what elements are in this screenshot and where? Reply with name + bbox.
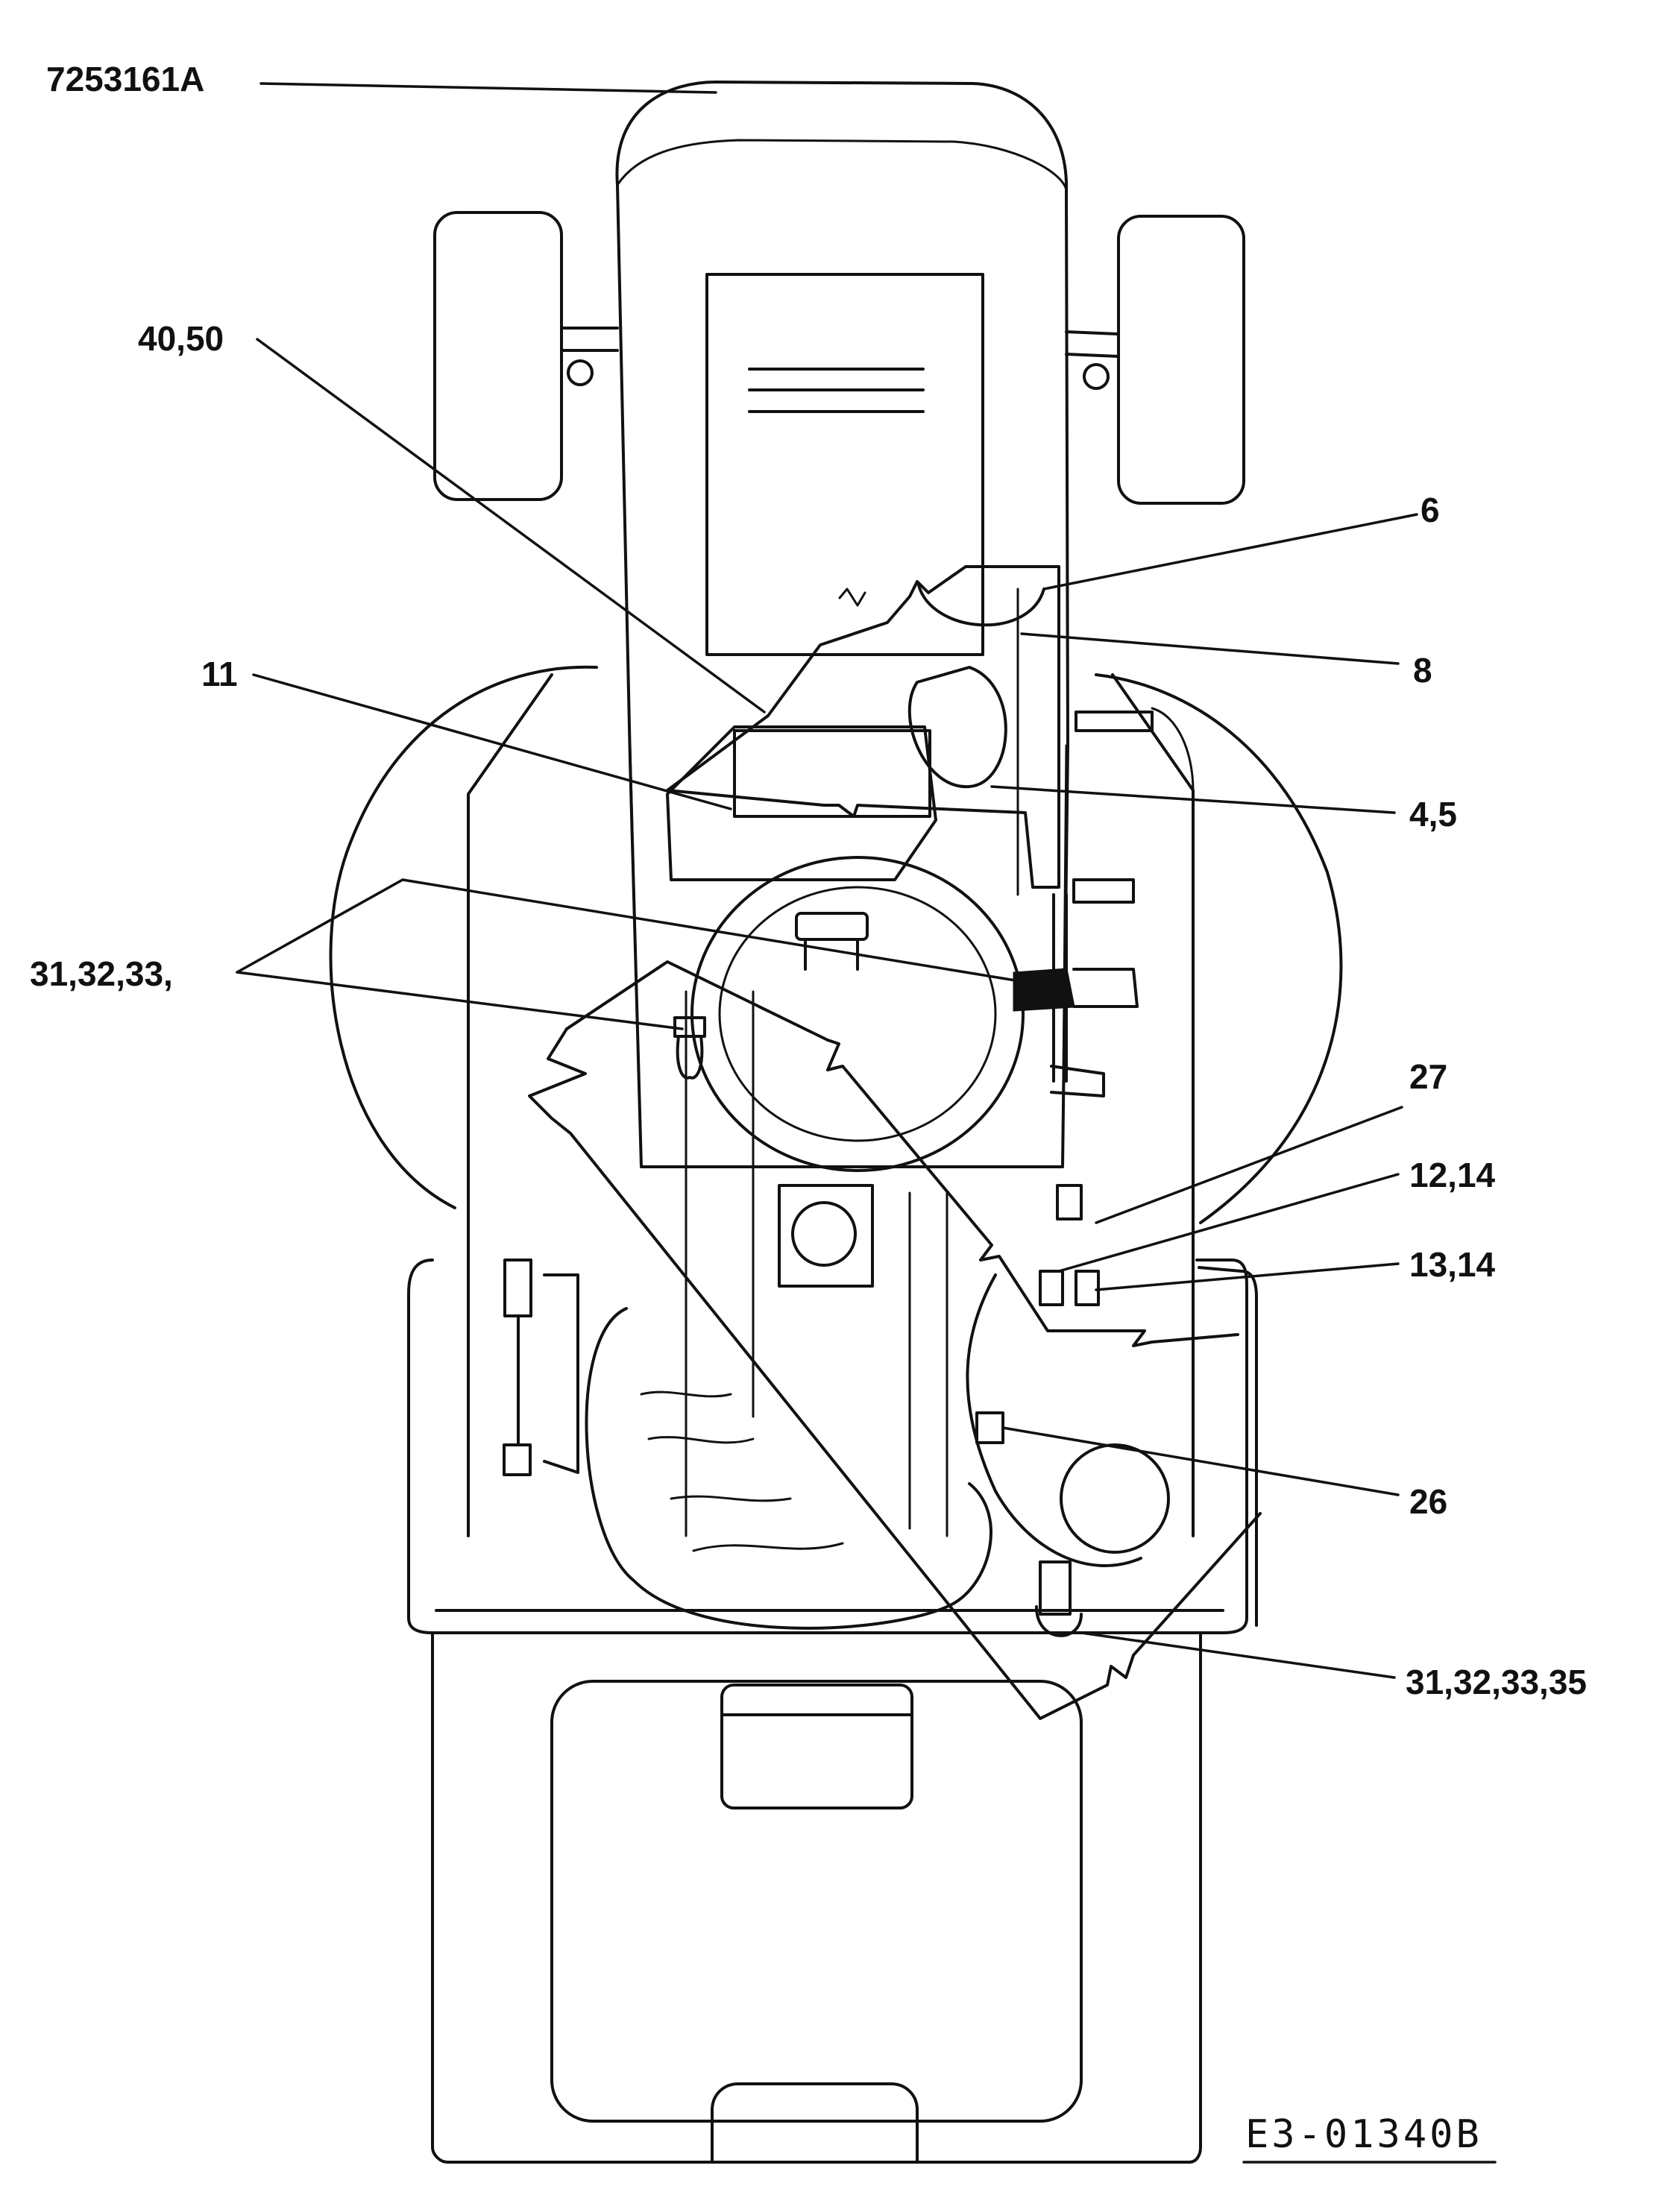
callout-11: 11 xyxy=(201,655,238,693)
left-lever-base xyxy=(503,1443,532,1476)
callout-4-5: 4,5 xyxy=(1409,795,1457,834)
leader-6 xyxy=(1042,513,1418,590)
leader-11 xyxy=(252,673,732,810)
cutaway-decal-panel-upper xyxy=(666,565,1060,889)
callout-27: 27 xyxy=(1409,1057,1447,1096)
left-rear-fender xyxy=(407,1259,468,1634)
right-control-handle-top xyxy=(1072,878,1135,904)
seat xyxy=(585,1307,992,1630)
callout-6: 6 xyxy=(1421,491,1440,529)
mower-deck xyxy=(329,665,1343,1224)
hood-decal-stripes xyxy=(748,368,925,413)
callout-labels: 7253161A 40,50 6 8 11 4,5 31,32,33, 27 1… xyxy=(30,60,1587,2164)
leader-4-5 xyxy=(990,785,1396,814)
front-left-wheel xyxy=(433,211,563,501)
inner-rails xyxy=(629,744,1068,1168)
tractor-outline xyxy=(329,81,1343,2164)
hood-decal xyxy=(705,273,984,656)
body-panel-lines xyxy=(685,990,948,1537)
callout-26: 26 xyxy=(1409,1482,1447,1521)
leader-27 xyxy=(1095,1106,1403,1224)
right-throttle-block xyxy=(1013,968,1075,1012)
right-control-handle-bottom xyxy=(1050,1065,1105,1097)
front-right-wheel xyxy=(1117,215,1245,505)
dash-panel xyxy=(733,729,931,818)
right-rear-fender-outer xyxy=(1192,1259,1248,1634)
front-left-axle xyxy=(560,327,619,352)
decal-26-marker xyxy=(975,1411,1004,1444)
rear-plate xyxy=(778,1184,874,1288)
rear-plate-bolt xyxy=(791,1201,857,1267)
leader-8 xyxy=(1020,632,1400,665)
callout-40-50: 40,50 xyxy=(138,319,224,358)
gas-cap-lid xyxy=(917,584,1045,627)
left-lever-handle xyxy=(503,1259,532,1317)
hood xyxy=(615,81,1069,1168)
left-guard xyxy=(543,1273,579,1474)
cutaway-decal-panel-lower xyxy=(528,1027,1262,1720)
grass-catcher xyxy=(431,1631,1202,2164)
zigzag-6 xyxy=(838,588,866,607)
hood-release-cable xyxy=(1151,707,1195,792)
gas-cap-bulb xyxy=(907,666,1007,789)
right-rear-fender xyxy=(1198,1266,1258,1627)
leader-31-32-33-b xyxy=(236,971,684,1030)
right-rear-wheel-hub xyxy=(1060,1443,1170,1554)
callout-8: 8 xyxy=(1413,651,1432,690)
steering-wheel-inner xyxy=(718,886,997,1142)
right-rear-panel xyxy=(966,1273,1142,1567)
decal-12-14-marker xyxy=(1039,1270,1064,1306)
decal-27-marker xyxy=(1056,1184,1083,1220)
front-left-hub xyxy=(567,359,594,386)
rear-crossbar xyxy=(435,1609,1224,1634)
drawing-code: E3-01340B xyxy=(1245,2112,1482,2157)
leader-12-14 xyxy=(1057,1173,1400,1273)
steering-wheel xyxy=(690,856,1025,1172)
decal-35-marker xyxy=(1039,1560,1072,1616)
leader-lines xyxy=(236,82,1418,1679)
right-throttle-handle xyxy=(1072,968,1139,1008)
leader-7253161a xyxy=(259,82,717,94)
catcher-chute xyxy=(711,2082,919,2164)
front-right-hub xyxy=(1083,363,1110,390)
hood-edge xyxy=(616,139,1068,192)
rear-hitch-curve xyxy=(1035,1605,1083,1637)
catcher-handle xyxy=(720,1683,913,1809)
decal-13-14-marker xyxy=(1075,1270,1100,1306)
dashboard xyxy=(666,725,937,881)
left-knob-base xyxy=(673,1016,706,1038)
steering-hub xyxy=(795,912,869,941)
cutaway-decal-panel-left xyxy=(565,960,1239,1347)
callout-31-32-33: 31,32,33, xyxy=(30,954,173,993)
callout-12-14: 12,14 xyxy=(1409,1156,1496,1194)
leader-13-14 xyxy=(1095,1262,1400,1291)
callout-31-32-33-35: 31,32,33,35 xyxy=(1406,1663,1587,1701)
callout-13-14: 13,14 xyxy=(1409,1245,1496,1284)
leader-26 xyxy=(1001,1426,1400,1496)
hood-release-lever xyxy=(1075,711,1154,732)
leader-31-32-33-a xyxy=(236,878,1031,984)
left-knob-bulb xyxy=(676,1035,704,1080)
front-right-axle xyxy=(1065,330,1120,358)
leader-31-32-33-35 xyxy=(1080,1631,1396,1679)
part-number-label: 7253161A xyxy=(46,60,204,98)
seat-folds xyxy=(640,1390,844,1552)
leader-40-50 xyxy=(256,338,766,714)
grass-catcher-lid xyxy=(550,1680,1083,2123)
